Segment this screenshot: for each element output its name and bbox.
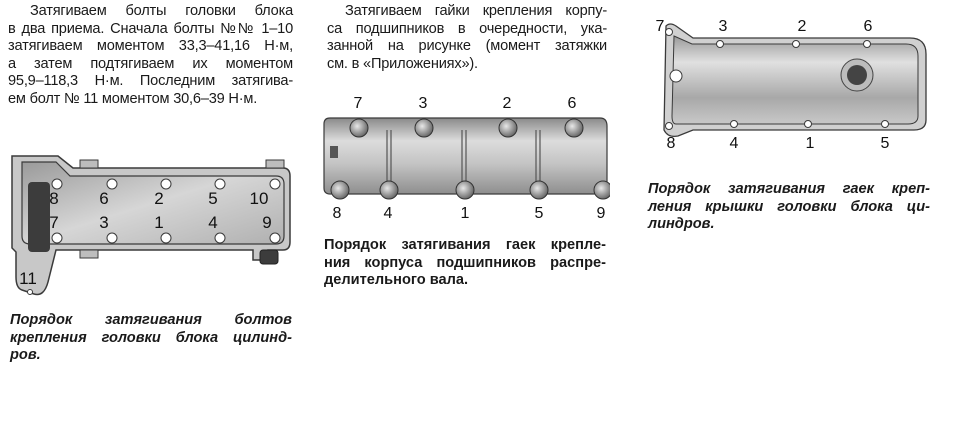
- valve-cover-caption: Порядок затягивания гаек креп- ления кры…: [648, 181, 930, 234]
- nut-label: 4: [730, 135, 739, 152]
- valve-cover-diagram: 7 3 2 6 8 4 1 5: [656, 18, 927, 152]
- caption-line: Порядок затягивания гаек креп-: [648, 181, 930, 197]
- nut-label: 1: [461, 205, 470, 222]
- head-bolts-paragraph: Затягиваем болты головки блока в два при…: [8, 3, 293, 109]
- head-bolts-caption: Порядок затягивания болтов крепления гол…: [10, 312, 292, 365]
- bolt-label: 10: [250, 189, 269, 208]
- nut-label: 7: [354, 95, 363, 112]
- bolt-label: 3: [99, 213, 108, 232]
- caption-line: Порядок затягивания гаек крепле-: [324, 237, 606, 253]
- caption-line: Порядок затягивания болтов: [10, 312, 292, 328]
- caption-line: ления крышки головки блока ци-: [648, 198, 930, 215]
- nut-label: 6: [864, 18, 873, 35]
- paragraph-line: 95,9–118,3 Н·м. Последним затягива-: [8, 73, 293, 90]
- nut-label: 1: [806, 135, 815, 152]
- camshaft-bearing-housing-diagram: 7 3 2 6 8 4 1 5 9: [323, 95, 610, 222]
- bolt-label: 4: [208, 213, 217, 232]
- nut-label: 3: [719, 18, 728, 35]
- bearing-housing-paragraph: Затягиваем гайки крепления корпу- са под…: [327, 3, 607, 73]
- caption-line: линдров.: [648, 216, 715, 233]
- paragraph-line: затягиваем моментом 33,3–41,16 Н·м,: [8, 38, 293, 55]
- nut-label: 9: [597, 205, 606, 222]
- nut-label: 6: [568, 95, 577, 112]
- caption-line: ров.: [10, 347, 41, 364]
- bearing-housing-caption: Порядок затягивания гаек крепле- ния кор…: [324, 237, 606, 290]
- bolt-label: 9: [262, 213, 271, 232]
- paragraph-line: ем болт № 11 моментом 30,6–39 Н·м.: [8, 90, 258, 107]
- bolt-label: 6: [99, 189, 108, 208]
- nut-label: 5: [535, 205, 544, 222]
- paragraph-line: занной на рисунке (момент затяжки: [327, 38, 607, 55]
- nut-label: 8: [667, 135, 676, 152]
- cylinder-head-bolt-diagram: 8 6 2 5 10 7 3 1 4 9 11: [11, 155, 291, 296]
- bolt-label: 5: [208, 189, 217, 208]
- paragraph-line: а затем подтягиваем их моментом: [8, 55, 293, 72]
- bolt-label: 2: [154, 189, 163, 208]
- nut-label: 7: [656, 18, 665, 35]
- paragraph-line: са подшипников в очередности, ука-: [327, 20, 607, 37]
- bolt-label: 8: [49, 189, 58, 208]
- nut-label: 2: [503, 95, 512, 112]
- nut-label: 8: [333, 205, 342, 222]
- nut-label: 2: [798, 18, 807, 35]
- bolt-label: 11: [19, 269, 37, 288]
- caption-line: ния корпуса подшипников распре-: [324, 254, 606, 271]
- nut-label: 3: [419, 95, 428, 112]
- paragraph-line: Затягиваем гайки крепления корпу-: [345, 3, 607, 19]
- nut-label: 5: [881, 135, 890, 152]
- bolt-label: 7: [49, 213, 58, 232]
- caption-line: делительного вала.: [324, 272, 469, 289]
- paragraph-line: Затягиваем болты головки блока: [30, 3, 293, 19]
- bolt-label: 1: [154, 213, 163, 232]
- caption-line: крепления головки блока цилинд-: [10, 329, 292, 346]
- paragraph-line: см. в «Приложениях»).: [327, 55, 478, 72]
- paragraph-line: в два приема. Сначала болты №№ 1–10: [8, 20, 293, 37]
- nut-label: 4: [384, 205, 393, 222]
